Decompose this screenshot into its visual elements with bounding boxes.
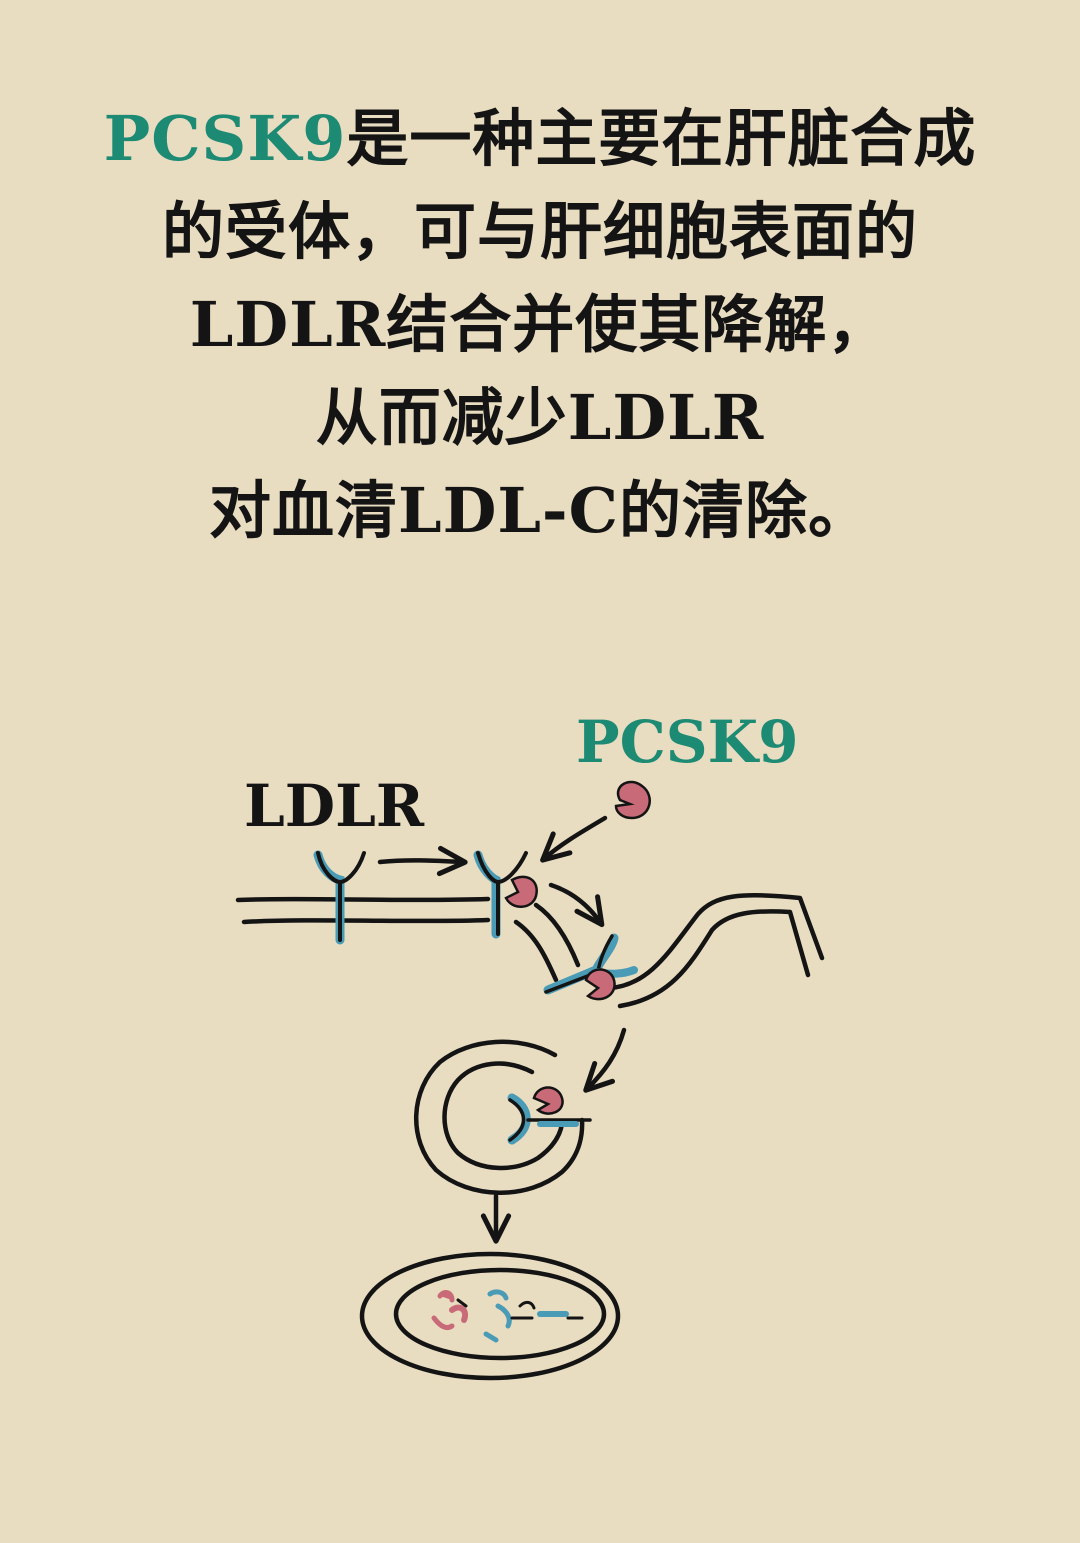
arrow-icon [583, 1027, 627, 1093]
headline-accent: PCSK9 [103, 102, 347, 175]
headline-line-1: PCSK9是一种主要在肝脏合成 [0, 92, 1080, 185]
endosome-icon [414, 1039, 585, 1195]
degraded-fragments [431, 1289, 584, 1343]
lysosome-icon [359, 1251, 621, 1381]
arrow-icon [377, 845, 468, 877]
headline-line-2: 的受体，可与肝细胞表面的 [161, 195, 918, 268]
cell-membrane [235, 892, 825, 1009]
receptor-icon [507, 1093, 592, 1145]
pcsk9-icon [504, 875, 538, 908]
headline-line-1-rest: 是一种主要在肝脏合成 [346, 102, 977, 175]
arrow-icon [548, 882, 605, 928]
headline-line-3: LDLR结合并使其降解， [189, 288, 891, 361]
headline-line-5: 对血清LDL-C的清除。 [208, 474, 872, 547]
headline: PCSK9是一种主要在肝脏合成 的受体，可与肝细胞表面的 LDLR结合并使其降解… [0, 92, 1080, 557]
pcsk9-icon [532, 1086, 564, 1115]
receptor-icon [313, 850, 366, 945]
label-pcsk9: PCSK9 [576, 708, 798, 776]
mechanism-diagram: LDLR PCSK9 [235, 708, 825, 1381]
pcsk9-icon [584, 968, 616, 1001]
arrow-icon [540, 815, 608, 863]
receptor-icon [473, 850, 528, 939]
label-ldlr: LDLR [244, 772, 425, 840]
pcsk9-icon [614, 780, 651, 820]
headline-line-4: 从而减少LDLR [315, 381, 765, 454]
